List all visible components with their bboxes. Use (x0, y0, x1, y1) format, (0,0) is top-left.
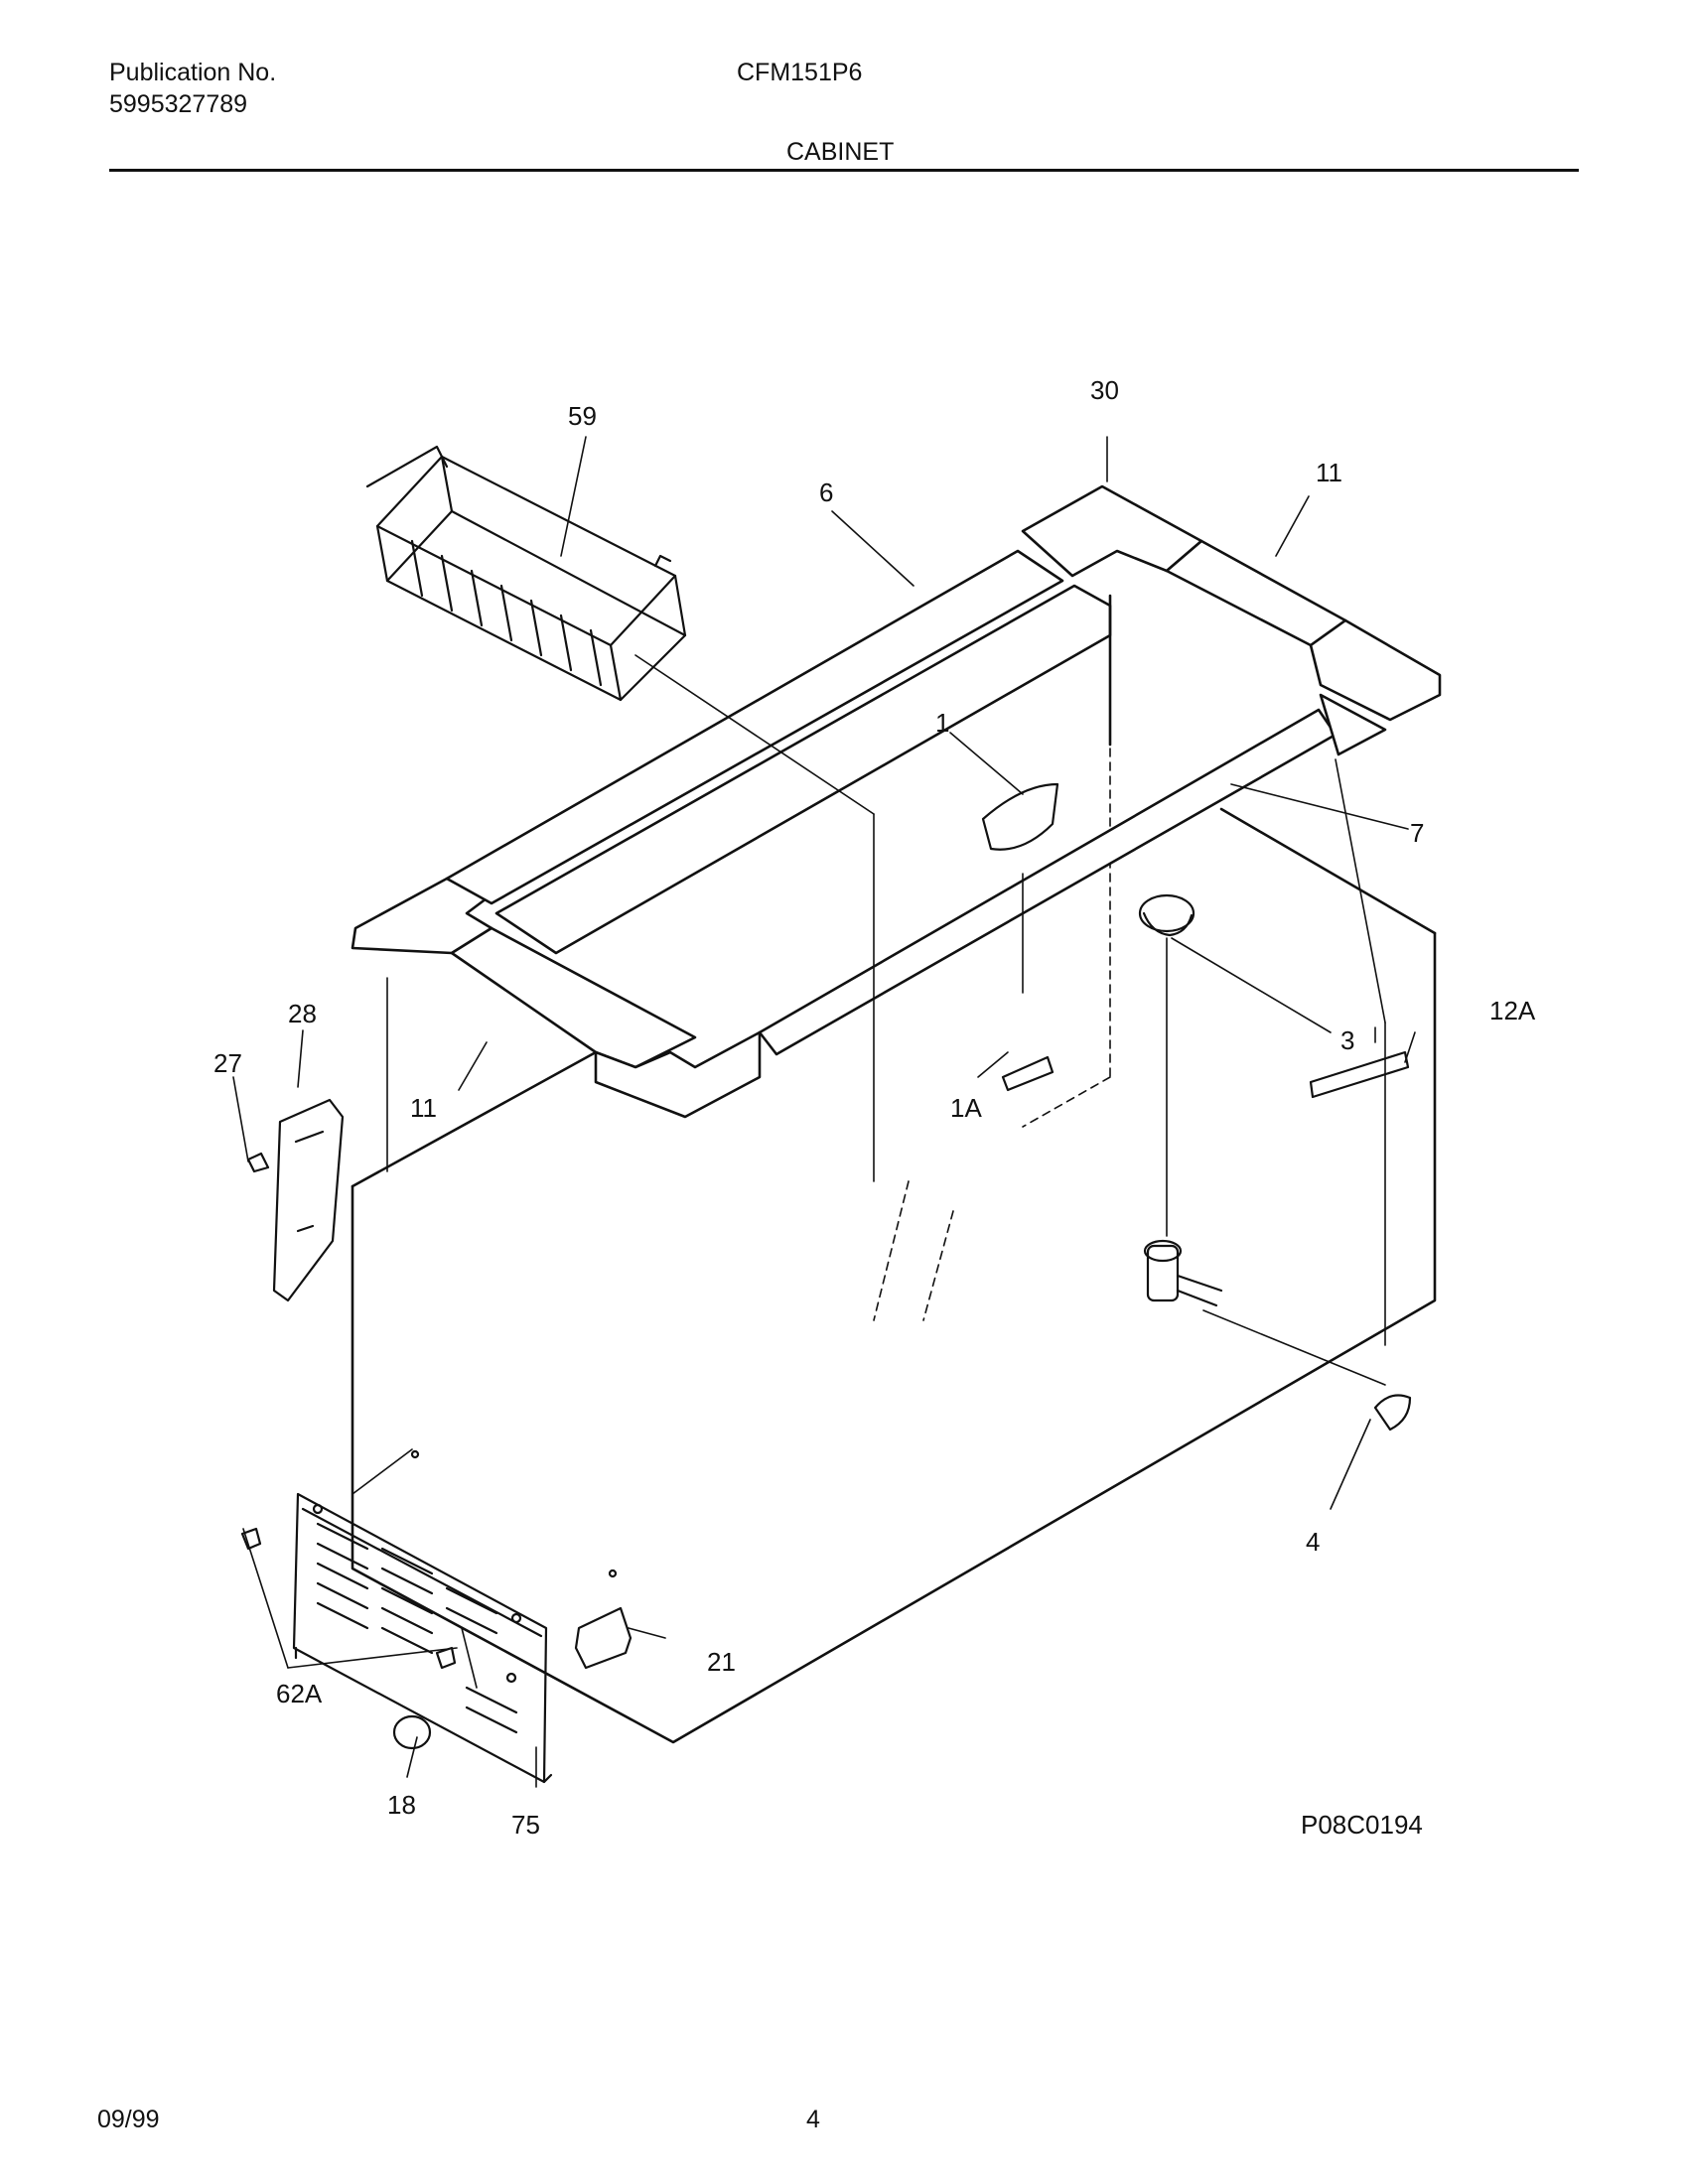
callout-59: 59 (568, 401, 597, 431)
publication-number: 5995327789 (109, 90, 248, 118)
callout-11-left: 11 (410, 1093, 437, 1123)
header-rule (109, 169, 1579, 172)
callout-7: 7 (1410, 818, 1424, 848)
hinge-bracket (246, 1098, 345, 1302)
model-number: CFM151P6 (737, 59, 863, 86)
callout-27: 27 (213, 1048, 242, 1078)
callout-3: 3 (1340, 1025, 1354, 1055)
section-title: CABINET (786, 138, 895, 166)
drawing-code: P08C0194 (1301, 1810, 1423, 1840)
footer-date: 09/99 (97, 2106, 160, 2133)
callout-28: 28 (288, 999, 317, 1028)
callout-1: 1 (935, 708, 949, 738)
callout-11-top: 11 (1316, 458, 1342, 487)
wire-basket (365, 445, 687, 702)
page-number: 4 (806, 2106, 820, 2133)
breaker-frame (351, 484, 1442, 1119)
callout-6: 6 (819, 478, 833, 507)
callout-75: 75 (511, 1810, 540, 1840)
drain-plug-parts (1138, 893, 1412, 1432)
callout-21: 21 (707, 1647, 736, 1677)
serial-plate (1309, 1050, 1410, 1099)
callout-62A: 62A (276, 1679, 323, 1708)
latch-part (981, 782, 1059, 1092)
cabinet-body (351, 807, 1437, 1744)
publication-label: Publication No. (109, 59, 277, 86)
callout-18: 18 (387, 1790, 416, 1820)
callout-1A: 1A (950, 1093, 982, 1123)
callout-30: 30 (1090, 375, 1119, 405)
rear-grille (292, 1492, 553, 1784)
leader-lines (232, 436, 1416, 1788)
callout-4: 4 (1306, 1527, 1320, 1557)
grille-fasteners (240, 1449, 633, 1750)
callout-12A: 12A (1489, 996, 1536, 1025)
